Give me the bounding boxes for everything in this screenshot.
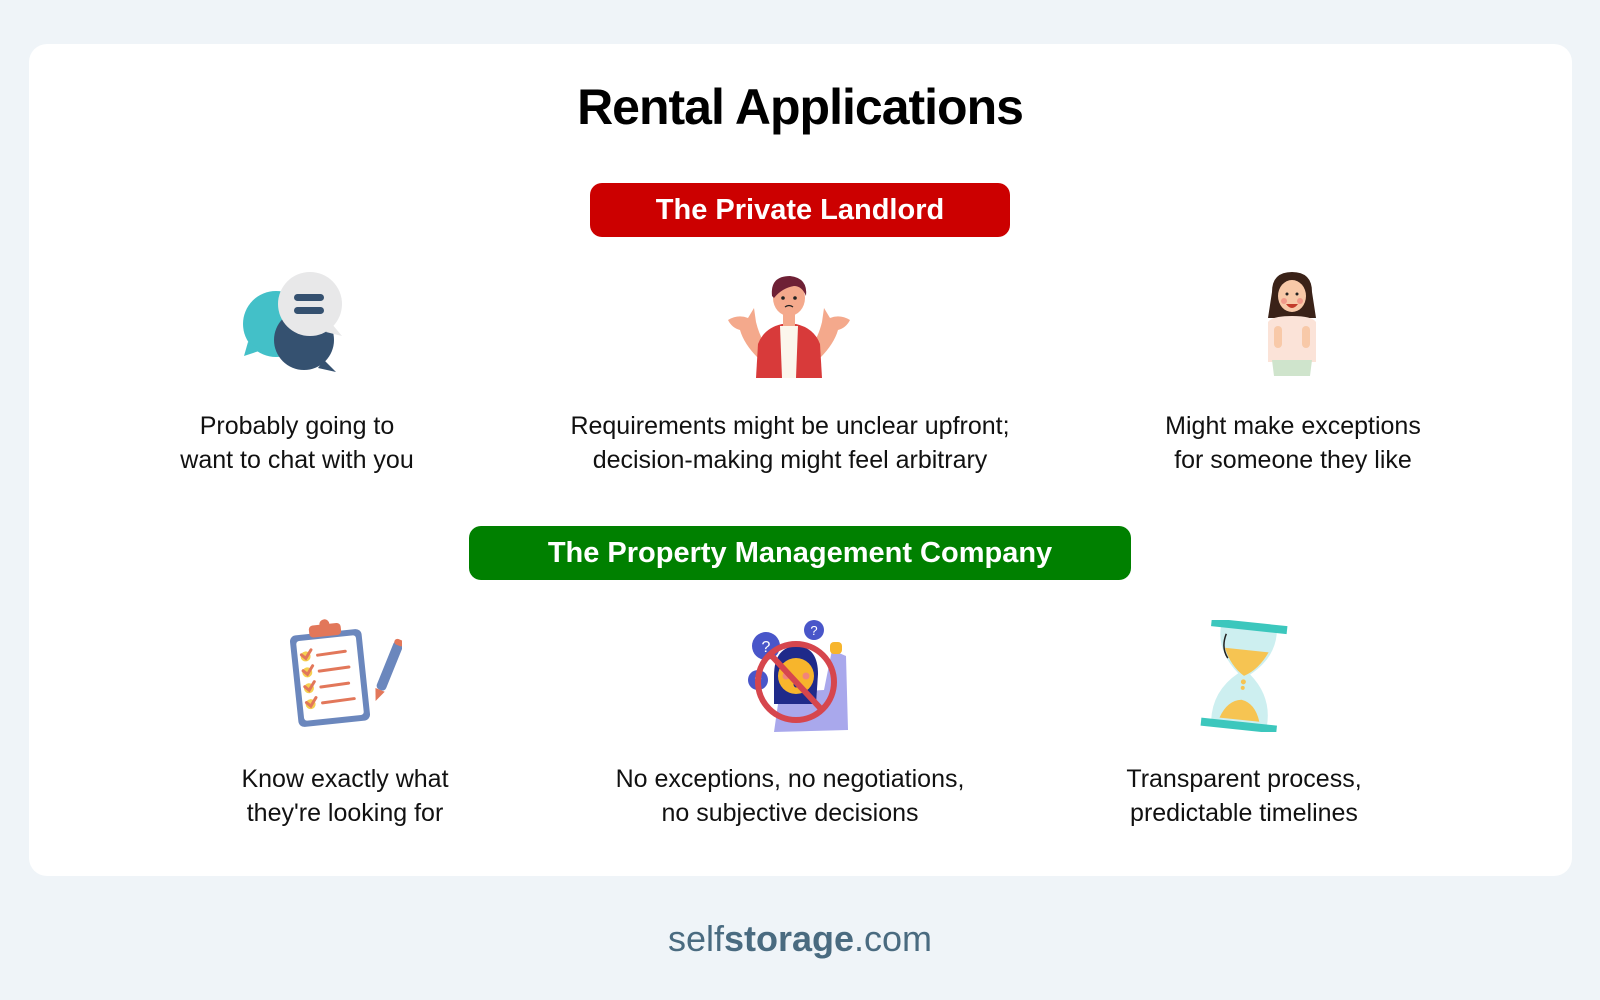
svg-text:?: ?	[762, 639, 771, 656]
caption-know-exactly: Know exactly what they're looking for	[241, 765, 449, 827]
shrugging-man-icon	[724, 274, 854, 378]
section-label: The Property Management Company	[547, 536, 1053, 569]
section-label: The Private Landlord	[655, 193, 945, 226]
chat-bubbles-icon	[240, 272, 350, 382]
caption-unclear: Requirements might be unclear upfront; d…	[570, 412, 1010, 474]
caption-no-exceptions: No exceptions, no negotiations, no subje…	[615, 765, 965, 827]
infographic-card	[29, 44, 1572, 876]
caption-transparent: Transparent process, predictable timelin…	[1126, 765, 1362, 827]
no-questions-woman-icon: ? ? ?	[744, 620, 852, 732]
caption-exceptions: Might make exceptions for someone they l…	[1165, 412, 1421, 474]
hourglass-icon	[1200, 618, 1290, 734]
page-title: Rental Applications	[577, 79, 1024, 135]
property-management-heading: The Property Management Company	[469, 526, 1131, 580]
private-landlord-heading: The Private Landlord	[590, 183, 1010, 237]
svg-text:?: ?	[810, 623, 817, 638]
thumbs-up-woman-icon	[1262, 272, 1322, 380]
clipboard-checklist-icon	[289, 618, 405, 730]
brand-logo: selfstorage.com	[667, 918, 933, 959]
caption-chat: Probably going to want to chat with you	[180, 412, 414, 474]
